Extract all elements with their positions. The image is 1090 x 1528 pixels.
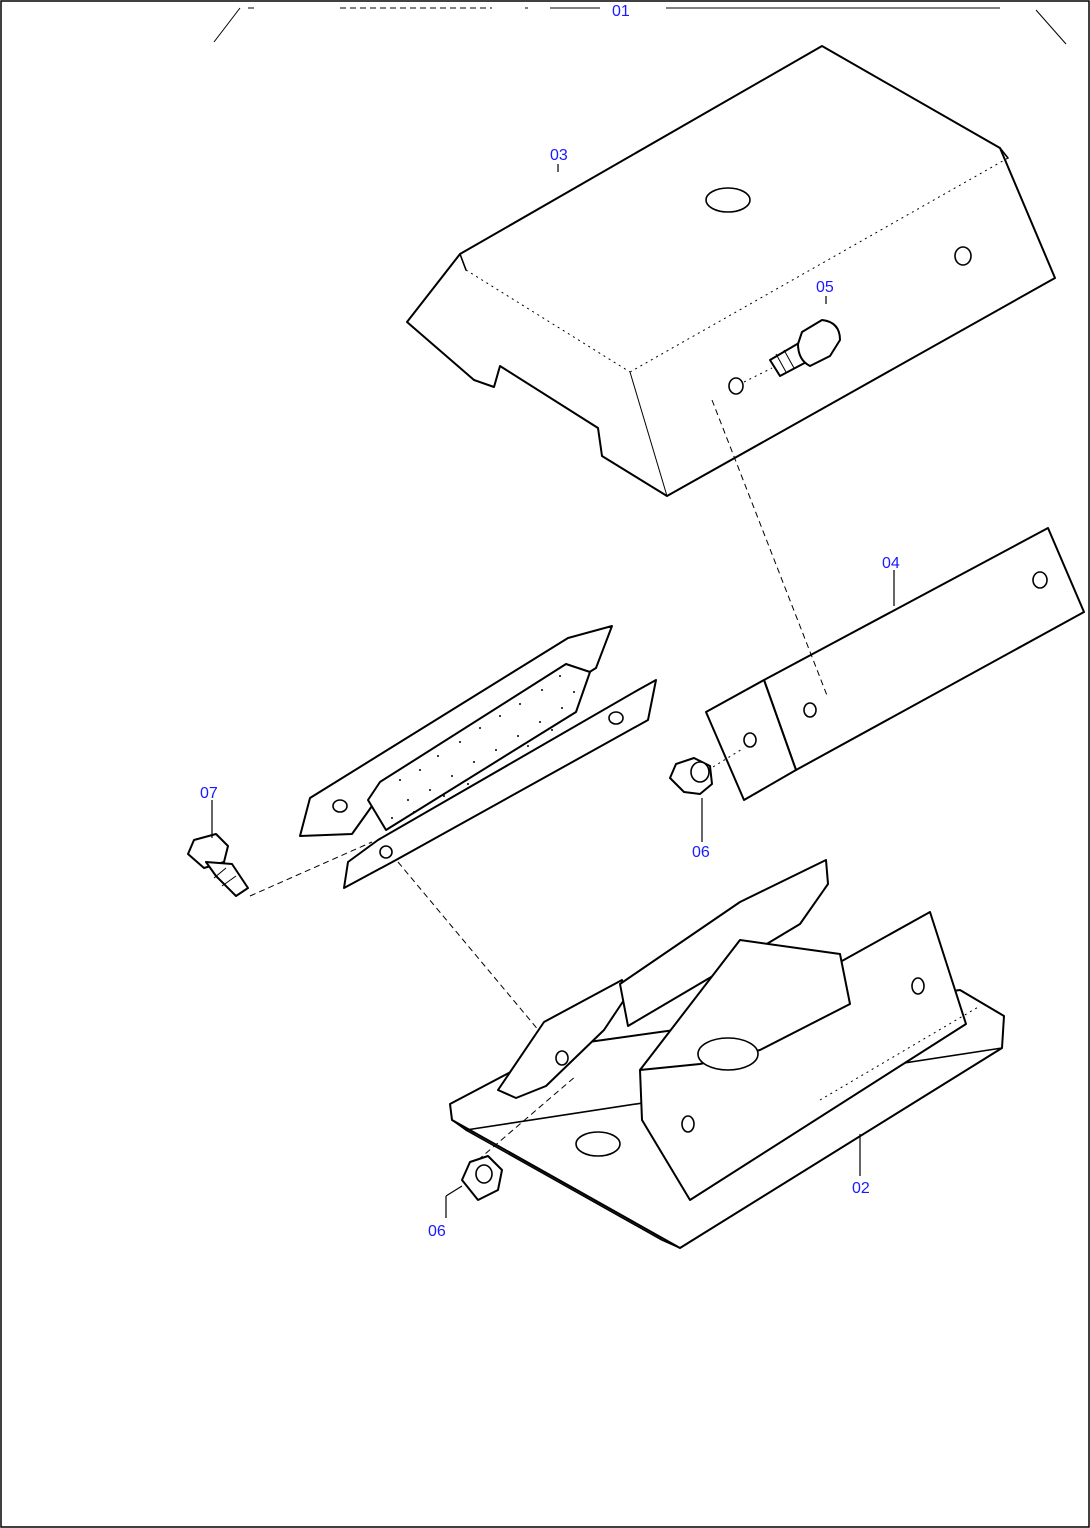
cover-part-03 — [406, 45, 1056, 497]
plate-part-04 — [705, 527, 1085, 801]
rubber-mount — [299, 625, 657, 889]
leader-lines — [211, 164, 895, 1218]
callout-02: 02 — [852, 1180, 870, 1197]
callout-04: 04 — [882, 555, 900, 572]
assembly-bracket — [213, 7, 1067, 45]
callout-06-upper: 06 — [692, 844, 710, 861]
callout-01: 01 — [612, 3, 630, 20]
base-part-02 — [449, 859, 1005, 1249]
bolt-part-05 — [743, 319, 841, 383]
callout-07: 07 — [200, 785, 218, 802]
bolt-part-07 — [187, 833, 373, 897]
nut-part-06-lower — [461, 1075, 577, 1201]
callout-05: 05 — [816, 279, 834, 296]
callout-03: 03 — [550, 147, 568, 164]
nut-part-06-upper — [669, 747, 745, 795]
callout-06-lower: 06 — [428, 1223, 446, 1240]
